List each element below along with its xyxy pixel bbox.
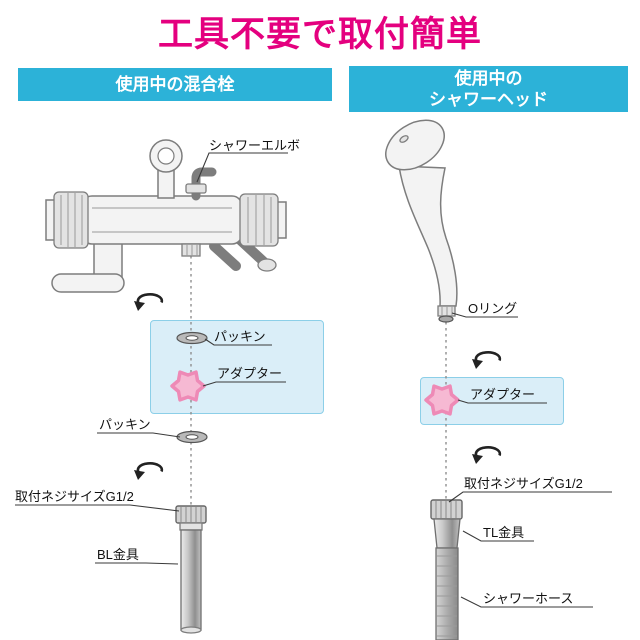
packing-top-label: パッキン — [214, 329, 266, 344]
o-ring-part — [438, 315, 454, 323]
page-title: 工具不要で取付簡単 — [157, 15, 482, 54]
rotate-arrow-icon — [472, 351, 502, 369]
shower-hose-label: シャワーホース — [483, 591, 574, 606]
left-panel-header: 使用中の混合栓 — [18, 68, 332, 101]
right-panel-header-line2: シャワーヘッド — [429, 90, 548, 109]
adapter-illustration-right — [424, 384, 460, 416]
adapter-label-left: アダプター — [217, 366, 283, 381]
shower-elbow-part — [191, 167, 217, 201]
bl-fitting-label: BL金具 — [97, 547, 139, 562]
rotate-arrow-icon — [472, 446, 502, 464]
packing-washer-top — [176, 331, 208, 345]
faucet-illustration — [45, 139, 287, 293]
packing-washer-bottom — [176, 430, 208, 444]
left-panel-header-label: 使用中の混合栓 — [115, 75, 235, 94]
shower-head-illustration — [385, 119, 458, 323]
o-ring-label: Oリング — [468, 301, 518, 316]
bl-fitting-illustration — [175, 505, 207, 634]
screw-size-label-right: 取付ネジサイズG1/2 — [464, 476, 583, 491]
shower-elbow-label: シャワーエルボ — [209, 138, 301, 153]
rotate-arrow-icon — [134, 462, 164, 480]
adapter-illustration-left — [170, 370, 206, 402]
right-panel-header: 使用中の シャワーヘッド — [349, 66, 628, 112]
tl-fitting-label: TL金具 — [483, 525, 525, 540]
label-leader-lines — [15, 152, 612, 608]
packing-bottom-label: パッキン — [99, 417, 151, 432]
tl-fitting-illustration — [430, 499, 463, 549]
hose-illustration — [435, 547, 459, 640]
adapter-label-right: アダプター — [470, 387, 536, 402]
right-panel-header-line1: 使用中の — [454, 69, 523, 88]
rotate-arrow-icon — [134, 293, 164, 311]
screw-size-label-left: 取付ネジサイズG1/2 — [15, 489, 134, 504]
